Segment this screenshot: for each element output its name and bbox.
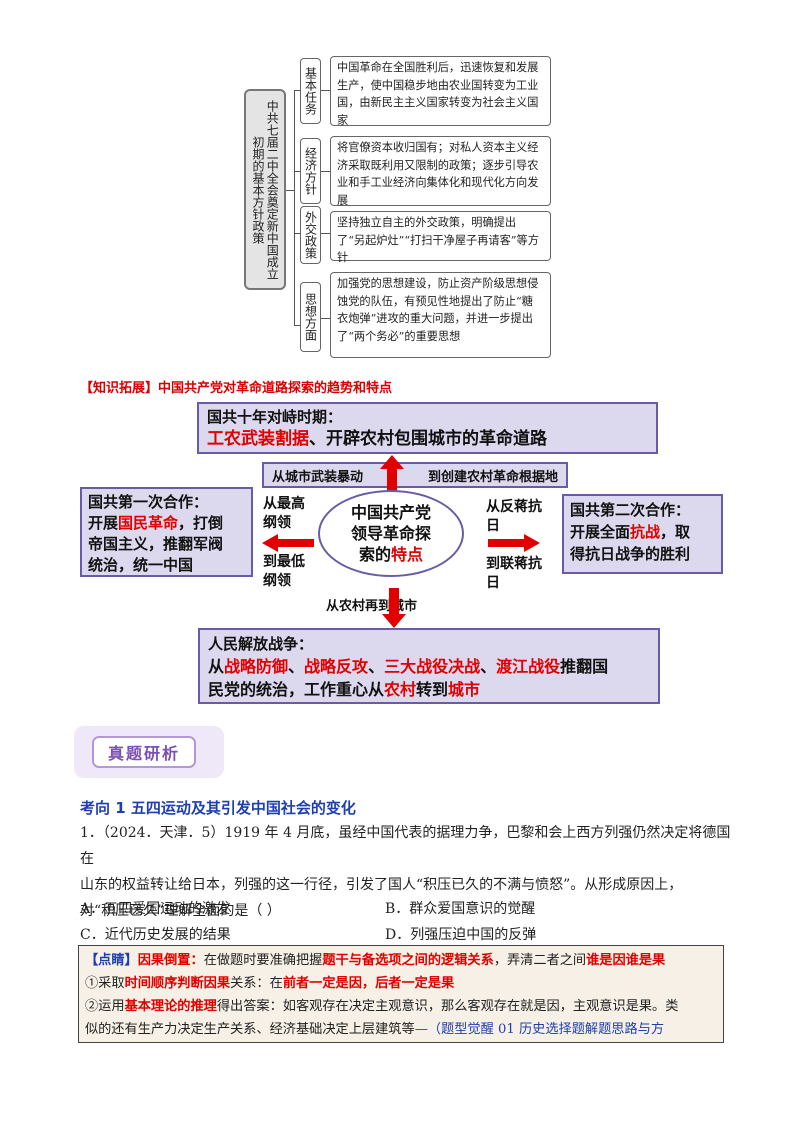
right-text: 得抗日战争的胜利 [570,545,691,563]
tip-text: ，弄清二者之间 [493,953,587,968]
question-stem: 1．（2024．天津．5）1919 年 4 月底，虽经中国代表的据理力争，巴黎和… [80,820,732,924]
bottom-text: 、 [480,657,497,676]
top-arrow-left: 从城市武装暴动 [272,469,364,485]
right-period-box: 国共第二次合作： 开展全面抗战，取 得抗日战争的胜利 [562,494,723,574]
left-text: 统治，统一中国 [88,556,194,574]
tip-text: 在做题时要准确把握 [203,953,323,968]
left-text: 帝国主义，推翻军阀 [88,535,224,553]
expansion-title: 【知识拓展】中国共产党对革命道路探索的趋势和特点 [80,381,393,396]
right-arrow-bottom-label: 到联蒋抗日 [486,556,542,591]
center-text: 中国共产党 [350,503,431,522]
connector [321,90,330,91]
connector [294,90,295,325]
option-c[interactable]: C．近代历史发展的结果 [80,927,231,943]
left-text: ，打倒 [178,514,224,532]
right-text: 开展全面 [570,523,631,541]
leaf-basic-task: 中国革命在全国胜利后，迅速恢复和发展生产，使中国稳步地由农业国转变为工业国，由新… [330,56,551,127]
right-text: ，取 [660,523,691,541]
top-arrow-right: 到创建农村革命根据地 [427,469,558,485]
bottom-red-text: 渡江战役 [496,657,561,676]
tip-highlight: 前者一定是因，后者一定是果 [282,976,455,991]
tip-tag: 【点睛】 [85,953,138,968]
top-rest-text: 、开辟农村包围城市的革命道路 [309,429,547,449]
leaf-foreign-policy: 坚持独立自主的外交政策，明确提出了“另起炉灶”“打扫干净屋子再请客”等方针 [330,211,551,264]
bottom-red-text: 三大战役决战 [384,657,481,676]
top-arrow-bar: 从城市武装暴动 到创建农村革命根据地 [262,462,568,488]
bottom-text: 转到 [416,680,449,699]
top-heading: 国共十年对峙时期： [207,408,343,426]
leaf-ideology: 加强党的思想建设，防止资产阶级思想侵蚀党的队伍，有预见性地提出了防止“糖衣炮弹”… [330,272,551,358]
question-line: 1．（2024．天津．5）1919 年 4 月底，虽经中国代表的据理力争，巴黎和… [80,825,731,867]
tip-highlight: 因果倒置： [137,953,204,968]
option-d[interactable]: D．列强压迫中国的反弹 [385,927,537,943]
right-red-text: 抗战 [630,523,661,541]
bottom-text: 民党的统治，工作重心从 [208,680,385,699]
tip-text: 似的还有生产力决定生产关系、经济基础决定上层建筑等 [85,1022,415,1037]
connector [286,190,294,191]
tip-text: 关系：在 [230,976,283,991]
left-arrow-top-label: 从最高纲领 [263,496,305,531]
connector [294,233,300,234]
left-text: 开展 [88,514,119,532]
tip-text: ②运用 [85,999,125,1014]
tip-box: 【点睛】因果倒置：在做题时要准确把握题干与备选项之间的逻辑关系，弄清二者之间谁是… [78,945,724,1043]
connector [294,325,300,326]
connector [321,233,330,234]
top-red-text: 工农武装割据 [207,429,309,449]
section-banner-label: 真题研析 [92,736,196,768]
tip-highlight: 时间顺序判断因果 [124,976,231,991]
question-line: 山东的权益转让给日本，列强的这一行径，引发了国人“积压已久的不满与愤怒”。从形成… [80,877,683,893]
bottom-text: 、 [368,657,385,676]
bottom-text: 、 [288,657,305,676]
right-heading: 国共第二次合作： [570,501,691,519]
center-red-text: 特点 [390,545,423,564]
section-title: 考向 1 五四运动及其引发中国社会的变化 [80,799,356,817]
left-red-text: 国民革命 [118,514,179,532]
down-arrow-icon [382,588,406,628]
category-foreign-policy: 外交政策 [300,206,321,264]
connector [321,171,330,172]
tip-highlight: 题干与备选项之间的逻辑关系 [322,953,494,968]
tip-highlight: 谁是因谁是果 [586,953,666,968]
bottom-red-text: 城市 [448,680,481,699]
option-a[interactable]: A．五四爱国运动的激发 [80,901,231,917]
bottom-text: 从 [208,657,225,676]
bottom-red-text: 战略反攻 [304,657,369,676]
right-arrow-top-label: 从反蒋抗日 [486,499,542,534]
tip-text: 得出答案：如客观存在决定主观意识，那么客观存在就是因，主观意识是果。类 [216,999,679,1014]
bottom-text: 推翻国 [560,657,609,676]
left-period-box: 国共第一次合作： 开展国民革命，打倒 帝国主义，推翻军阀 统治，统一中国 [80,487,253,577]
option-b[interactable]: B．群众爱国意识的觉醒 [385,901,536,917]
bottom-red-text: 战略防御 [224,657,289,676]
left-heading: 国共第一次合作： [88,493,209,511]
leaf-economic-policy: 将官僚资本收归国有；对私人资本主义经济采取既利用又限制的政策；逐步引导农业和手工… [330,136,551,207]
question-line: 对“积压已久”理解全面的是（ ） [80,903,281,919]
right-arrow-icon [488,534,540,552]
up-arrow-icon [380,455,404,491]
tip-highlight: 基本理论的推理 [124,999,217,1014]
tip-link[interactable]: —（题型觉醒 01 历史选择题解题思路与方 [414,1022,665,1037]
category-economic-policy: 经济方针 [300,138,321,204]
center-text: 索的 [358,545,391,564]
connector [294,171,300,172]
left-arrow-icon [262,534,314,552]
connector [321,318,330,319]
center-ellipse: 中国共产党 领导革命探 索的特点 [318,490,464,577]
left-arrow-bottom-label: 到最低纲领 [263,554,305,589]
connector [294,90,300,91]
category-basic-task: 基本任务 [300,58,321,124]
category-ideology: 思想方面 [300,282,321,352]
top-period-box: 国共十年对峙时期： 工农武装割据、开辟农村包围城市的革命道路 [197,402,658,454]
bottom-heading: 人民解放战争： [208,635,314,653]
center-text: 领导革命探 [350,524,431,543]
mindmap-root: 中共七届二中全会奠定新中国成立初期的基本方针政策 [244,89,286,290]
bottom-period-box: 人民解放战争： 从战略防御、战略反攻、三大战役决战、渡江战役推翻国 民党的统治，… [198,628,660,704]
tip-text: ①采取 [85,976,125,991]
bottom-red-text: 农村 [384,680,417,699]
